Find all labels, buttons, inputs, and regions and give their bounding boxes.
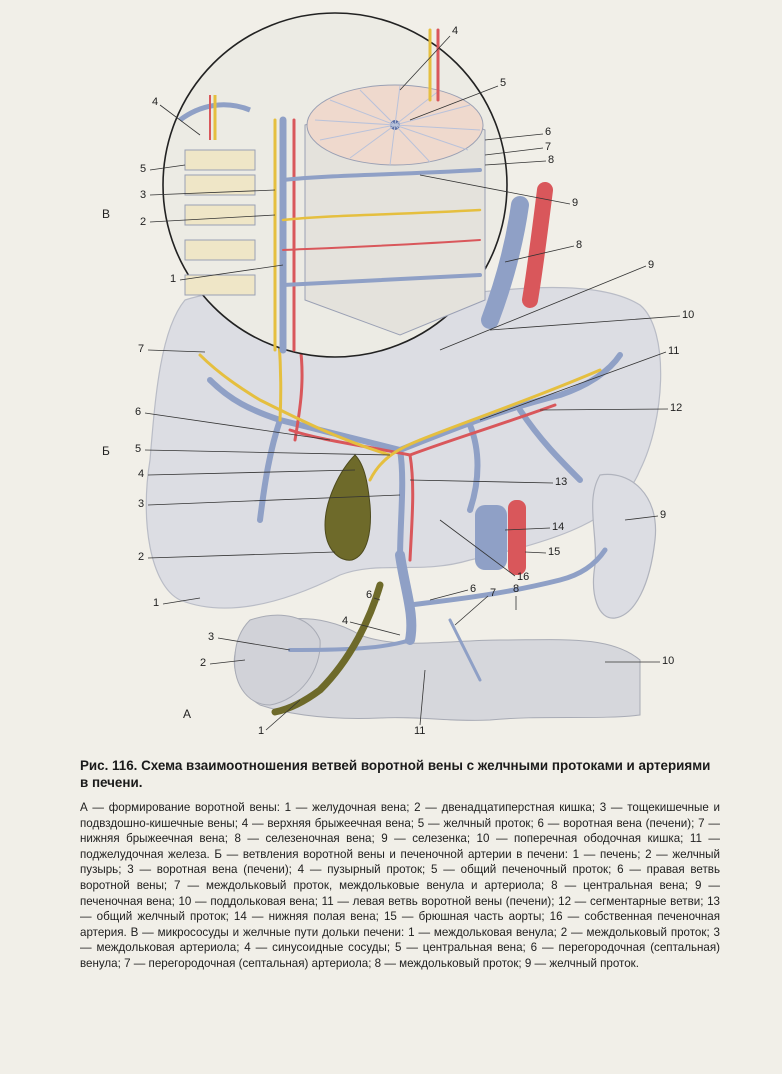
svg-text:10: 10 bbox=[662, 655, 674, 667]
svg-text:3: 3 bbox=[138, 498, 144, 510]
svg-text:4: 4 bbox=[138, 468, 144, 480]
svg-text:6: 6 bbox=[366, 589, 372, 601]
svg-text:9: 9 bbox=[572, 197, 578, 209]
svg-text:4: 4 bbox=[452, 25, 458, 37]
svg-text:7: 7 bbox=[490, 587, 496, 599]
callouts-v: 4 5 6 7 8 9 4 5 3 2 1 bbox=[140, 25, 578, 285]
svg-text:10: 10 bbox=[682, 309, 694, 321]
svg-text:15: 15 bbox=[548, 546, 560, 558]
svg-text:8: 8 bbox=[576, 239, 582, 251]
svg-text:13: 13 bbox=[555, 476, 567, 488]
svg-text:1: 1 bbox=[258, 725, 264, 737]
svg-text:8: 8 bbox=[548, 154, 554, 166]
svg-text:11: 11 bbox=[668, 345, 679, 357]
spleen-shape bbox=[592, 473, 657, 619]
figure-legend: А — формирование воротной вены: 1 — желу… bbox=[80, 801, 720, 970]
svg-text:2: 2 bbox=[138, 551, 144, 563]
svg-text:3: 3 bbox=[208, 631, 214, 643]
svg-text:9: 9 bbox=[660, 509, 666, 521]
svg-text:14: 14 bbox=[552, 521, 564, 533]
svg-text:5: 5 bbox=[135, 443, 141, 455]
callouts-b: 7 6 5 4 3 2 1 8 9 10 11 12 13 14 15 16 bbox=[135, 239, 694, 609]
interlobular-vessels bbox=[273, 28, 440, 354]
svg-text:8: 8 bbox=[513, 583, 519, 595]
svg-text:9: 9 bbox=[648, 259, 654, 271]
anatomy-figure: В Б А 4 5 6 7 8 9 4 5 3 2 1 7 6 5 4 3 bbox=[102, 12, 694, 737]
aorta-shape bbox=[508, 500, 526, 575]
sinusoid-spokes bbox=[314, 85, 481, 166]
svg-text:7: 7 bbox=[545, 141, 551, 153]
svg-text:5: 5 bbox=[500, 77, 506, 89]
svg-text:6: 6 bbox=[470, 583, 476, 595]
left-lobule-slices bbox=[184, 149, 256, 296]
svg-text:16: 16 bbox=[517, 571, 529, 583]
svg-text:4: 4 bbox=[152, 96, 158, 108]
svg-text:1: 1 bbox=[170, 273, 176, 285]
gallbladder-shape bbox=[324, 454, 371, 561]
svg-text:6: 6 bbox=[545, 126, 551, 138]
svg-text:5: 5 bbox=[140, 163, 146, 175]
callouts-a: 6 4 3 2 1 11 6 7 8 9 10 bbox=[200, 509, 674, 737]
hepatic-vein-upper bbox=[481, 196, 529, 329]
svg-text:3: 3 bbox=[140, 189, 146, 201]
svg-text:12: 12 bbox=[670, 402, 682, 414]
lobule-branches bbox=[281, 168, 482, 287]
section-label-a: А bbox=[183, 707, 191, 721]
caption-lead: Рис. 116. bbox=[80, 758, 138, 773]
aorta-upper bbox=[522, 182, 553, 308]
caption-title: Схема взаимоотношения ветвей воротной ве… bbox=[80, 758, 711, 790]
ivc-shape bbox=[475, 505, 507, 570]
section-label-b: Б bbox=[102, 444, 110, 458]
svg-text:6: 6 bbox=[135, 406, 141, 418]
figure-caption: Рис. 116. Схема взаимоотношения ветвей в… bbox=[80, 757, 720, 791]
svg-text:1: 1 bbox=[153, 597, 159, 609]
svg-text:2: 2 bbox=[140, 216, 146, 228]
common-bile-duct-a bbox=[271, 581, 384, 716]
duodenum-shape bbox=[234, 614, 321, 706]
svg-text:4: 4 bbox=[342, 615, 348, 627]
svg-text:7: 7 bbox=[138, 343, 144, 355]
svg-text:2: 2 bbox=[200, 657, 206, 669]
svg-text:11: 11 bbox=[414, 725, 425, 737]
section-label-v: В bbox=[102, 207, 110, 221]
left-side-vessels bbox=[178, 95, 251, 140]
